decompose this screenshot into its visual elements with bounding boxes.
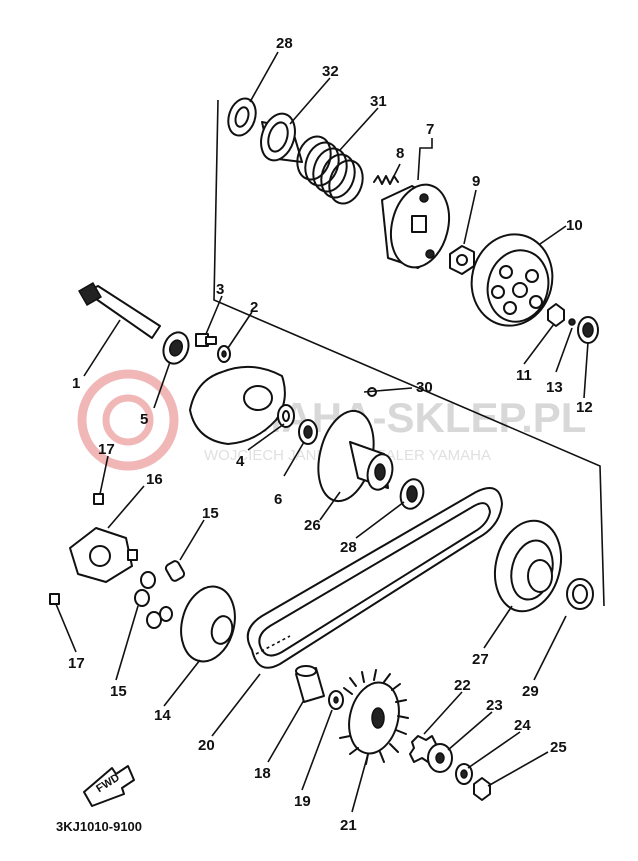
watermark-logo (77, 369, 179, 471)
label-19: 19 (294, 793, 311, 810)
slider-17-left (49, 593, 60, 605)
label-30: 30 (416, 379, 433, 396)
label-31: 31 (370, 93, 387, 110)
label-16: 16 (146, 471, 163, 488)
collar-18 (295, 665, 325, 703)
nut-11 (547, 303, 565, 327)
clutch-housing-10 (470, 233, 554, 327)
slider-17-top (93, 493, 104, 505)
label-11: 11 (516, 367, 532, 384)
label-15a: 15 (202, 505, 219, 522)
collar-32 (260, 112, 303, 163)
label-7: 7 (426, 121, 434, 138)
primary-sheave-26 (317, 409, 394, 503)
label-21: 21 (340, 817, 357, 834)
washer-2 (217, 345, 231, 363)
label-9: 9 (472, 173, 480, 190)
label-22: 22 (454, 677, 471, 694)
label-2: 2 (250, 299, 258, 316)
label-28a: 28 (276, 35, 293, 52)
label-15b: 15 (110, 683, 127, 700)
part-labels: 28 32 31 7 8 9 10 3 2 1 5 11 13 12 30 4 … (68, 35, 593, 834)
roller-15-c (134, 589, 150, 607)
washer-24 (455, 763, 473, 785)
label-1: 1 (72, 375, 80, 392)
label-24: 24 (514, 717, 531, 734)
bolt-3 (195, 333, 217, 347)
label-20: 20 (198, 737, 215, 754)
label-12: 12 (576, 399, 593, 416)
roller-15-d (146, 606, 173, 629)
slider-17-right (127, 549, 138, 561)
oil-seal-28 (227, 97, 257, 137)
washer-4 (277, 404, 295, 428)
fan-21 (339, 669, 409, 765)
label-13: 13 (546, 379, 563, 396)
secondary-sheave-27 (494, 519, 562, 613)
diagram-code: 3KJ1010-9100 (56, 819, 142, 834)
v-belt-20 (246, 487, 503, 669)
label-17b: 17 (68, 655, 85, 672)
washer-13 (568, 318, 576, 326)
bearing-5 (162, 331, 190, 365)
label-29: 29 (522, 683, 539, 700)
seal-6 (298, 419, 318, 445)
spring-8 (373, 175, 399, 185)
label-3: 3 (216, 281, 224, 298)
label-26: 26 (304, 517, 321, 534)
label-17a: 17 (98, 441, 115, 458)
label-25: 25 (550, 739, 567, 756)
cam-16 (69, 527, 133, 583)
nut-25 (473, 777, 491, 801)
label-18: 18 (254, 765, 271, 782)
label-8: 8 (396, 145, 404, 162)
label-23: 23 (486, 697, 503, 714)
roller-15-b (140, 571, 156, 589)
sheave-14 (180, 585, 236, 663)
clutch-carrier-7 (381, 183, 451, 269)
label-27: 27 (472, 651, 489, 668)
one-way-clutch-23 (427, 743, 453, 773)
washer-29 (566, 578, 594, 610)
assembly-bracket (213, 99, 605, 607)
label-5: 5 (140, 411, 148, 428)
oil-seal-28b (399, 478, 425, 510)
gasket-cover (189, 365, 286, 445)
label-6: 6 (274, 491, 282, 508)
label-32: 32 (322, 63, 339, 80)
label-10: 10 (566, 217, 583, 234)
clutch-spring-31 (296, 135, 364, 205)
leader-lines (55, 51, 589, 813)
label-28b: 28 (340, 539, 357, 556)
shaft-1 (78, 282, 161, 339)
roller-15-a (164, 560, 186, 582)
label-4: 4 (236, 453, 245, 470)
nut-9 (449, 245, 475, 275)
bearing-12 (577, 316, 599, 344)
washer-19 (328, 690, 344, 710)
label-14: 14 (154, 707, 171, 724)
fwd-arrow-icon: FWD (83, 765, 135, 807)
